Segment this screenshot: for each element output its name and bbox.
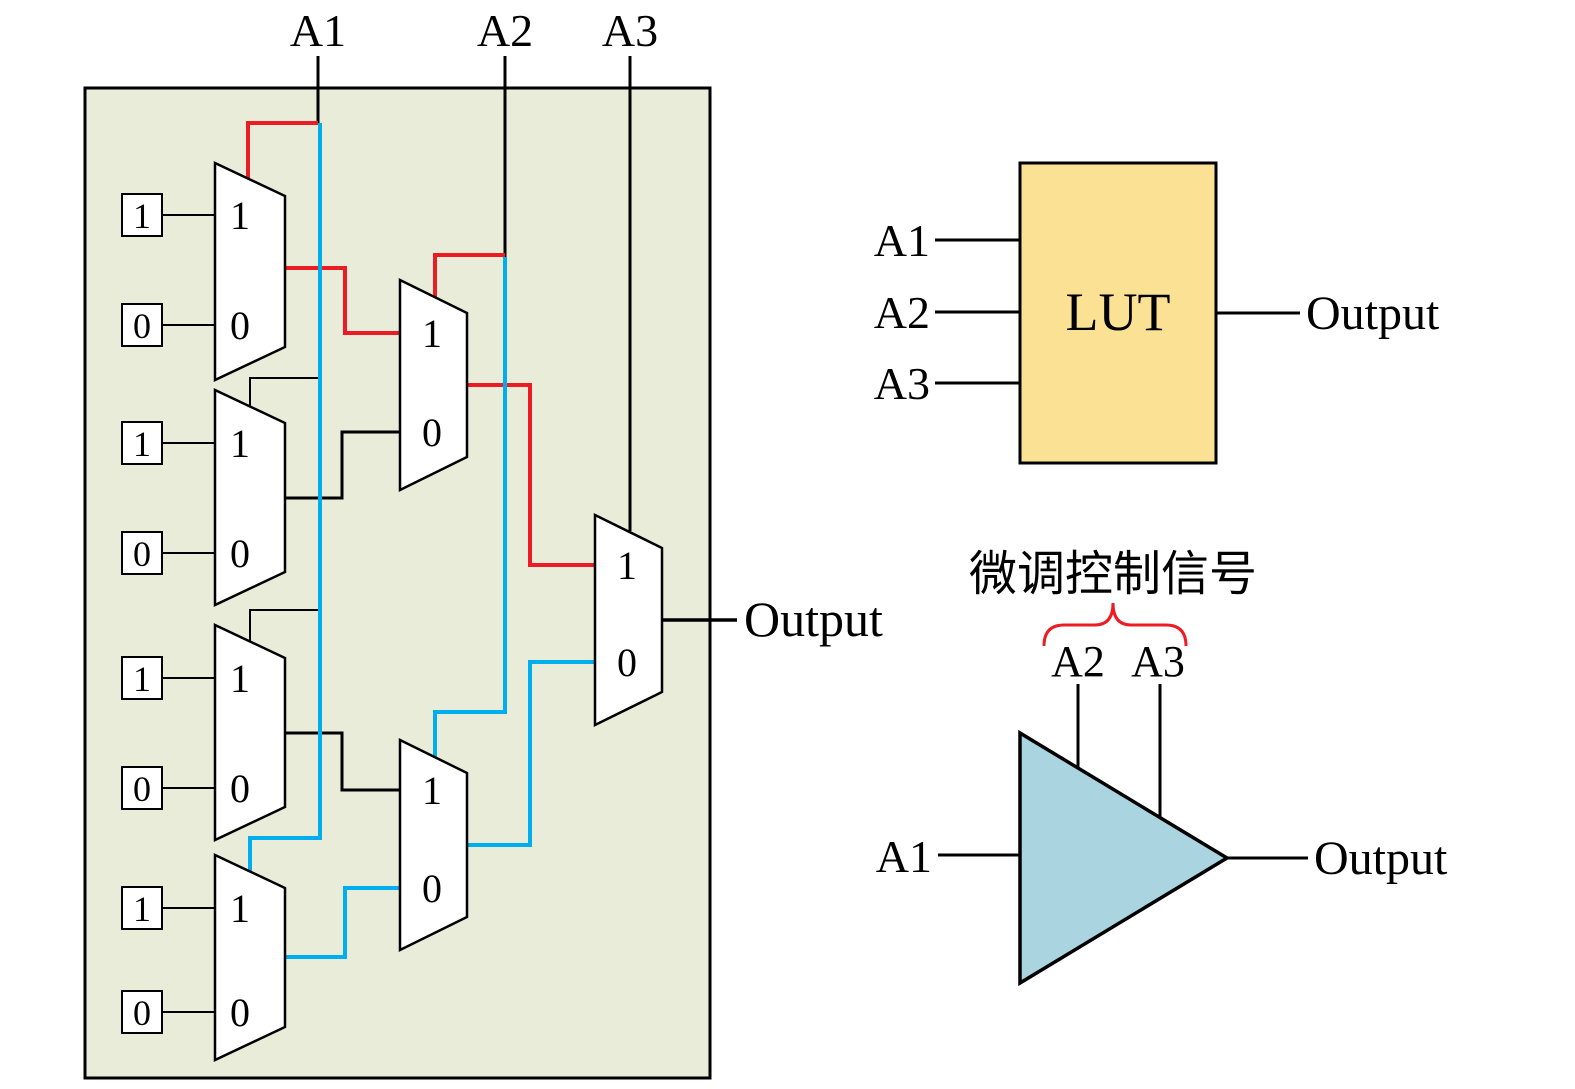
- mux2-to-mux5-wire: [285, 430, 400, 500]
- mux-zero-label: 0: [617, 640, 637, 685]
- constant-box: [121, 656, 163, 700]
- mux-zero-label: 0: [230, 303, 250, 348]
- mux-zero-label: 0: [230, 766, 250, 811]
- buffer-output-label: Output: [1314, 832, 1448, 885]
- constant-value: 0: [133, 769, 151, 809]
- mux-4: [213, 853, 287, 1062]
- control-label-a3: A3: [1131, 637, 1185, 686]
- constant-value: 1: [133, 424, 151, 464]
- tuning-annotation: 微调控制信号: [969, 548, 1257, 601]
- constant-value: 1: [133, 659, 151, 699]
- mux-7: [593, 512, 664, 728]
- constant-value: 1: [133, 889, 151, 929]
- buffer-input-label: A1: [876, 831, 932, 882]
- mux-2: [213, 388, 287, 607]
- mux-tree: 1 0 1 0 1 0 1 0 1 0 1 0 1 0 1 0 1 0 1 0 …: [83, 5, 883, 1080]
- lut-input-label-a3: A3: [874, 358, 930, 409]
- a1-select-wire-red: [246, 121, 318, 180]
- mux1-to-mux5-wire-red: [285, 266, 400, 335]
- lut-symbol: LUT A1 A2 A3 Output: [874, 161, 1440, 465]
- mux-one-label: 1: [617, 543, 637, 588]
- mux-one-label: 1: [230, 193, 250, 238]
- constant-box: [121, 193, 163, 237]
- signal-label-a3: A3: [602, 5, 658, 56]
- buffer-triangle: [1018, 729, 1231, 987]
- mux-one-label: 1: [230, 656, 250, 701]
- mux6-to-mux7-wire-cyan: [467, 660, 595, 847]
- constant-box: [121, 886, 163, 930]
- brace-icon: [1042, 602, 1188, 647]
- mux-5: [398, 277, 469, 493]
- mux4-to-mux6-wire-cyan: [285, 886, 400, 959]
- mux-3: [213, 623, 287, 842]
- mux5-to-mux7-wire-red: [467, 383, 595, 567]
- mux-1: [213, 161, 287, 382]
- constant-value: 0: [133, 993, 151, 1033]
- mux3-to-mux6-wire: [285, 731, 400, 792]
- control-label-a2: A2: [1051, 637, 1105, 686]
- constant-box: [121, 303, 163, 347]
- lut-input-label-a1: A1: [874, 215, 930, 266]
- constant-box: [121, 421, 163, 465]
- a2-rail-wire-cyan: [433, 257, 507, 757]
- signal-label-a2: A2: [477, 5, 533, 56]
- signal-label-a1: A1: [290, 5, 346, 56]
- tree-output-label: Output: [744, 591, 883, 647]
- lut-block-label: LUT: [1066, 282, 1171, 342]
- mux-one-label: 1: [230, 886, 250, 931]
- mux-one-label: 1: [422, 768, 442, 813]
- a1-rail-wire-cyan: [248, 123, 322, 871]
- lut-input-label-a2: A2: [874, 287, 930, 338]
- constant-box: [121, 990, 163, 1034]
- constant-box: [121, 531, 163, 575]
- constant-value: 1: [133, 196, 151, 236]
- constant-value: 0: [133, 534, 151, 574]
- mux-one-label: 1: [422, 311, 442, 356]
- mux-6: [398, 737, 469, 953]
- mux3-select-wire: [249, 609, 320, 641]
- a2-select-wire-red: [433, 253, 505, 297]
- mux-zero-label: 0: [230, 531, 250, 576]
- mux-zero-label: 0: [230, 990, 250, 1035]
- constant-box: [121, 766, 163, 810]
- mux-zero-label: 0: [422, 410, 442, 455]
- mux-one-label: 1: [230, 421, 250, 466]
- lut-block: [1018, 161, 1218, 465]
- buffer-symbol: 微调控制信号 A2 A3 A1 Output: [876, 548, 1448, 987]
- mux2-select-wire: [249, 377, 320, 406]
- lut-output-label: Output: [1306, 287, 1440, 340]
- constant-value: 0: [133, 306, 151, 346]
- mux-zero-label: 0: [422, 866, 442, 911]
